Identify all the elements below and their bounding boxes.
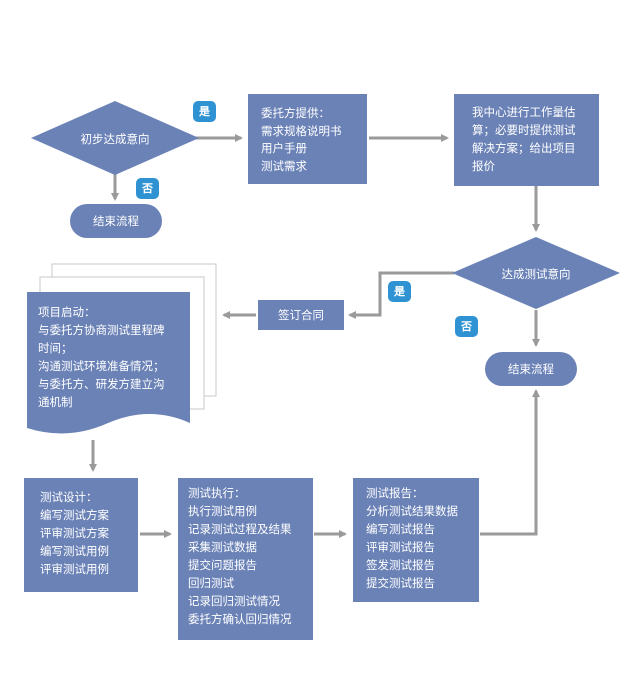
project-start-line-1: 与委托方协商测试里程碑 [38, 323, 165, 337]
end-flow-right-label: 结束流程 [508, 362, 554, 376]
test-report-line-5: 提交测试报告 [366, 576, 435, 590]
test-report-line-4: 签发测试报告 [366, 558, 435, 572]
decision-initial-label: 初步达成意向 [81, 132, 150, 146]
test-design-line-2: 评审测试方案 [40, 526, 109, 540]
center-estimate-line-1: 算；必要时提供测试 [472, 123, 576, 137]
badge-no-right: 否 [455, 316, 478, 337]
client-provide-box: 委托方提供： 需求规格说明书 用户手册 测试需求 [248, 94, 367, 184]
test-design-line-4: 评审测试用例 [40, 562, 109, 576]
badge-yes-right: 是 [388, 281, 411, 302]
center-estimate-box: 我中心进行工作量估 算；必要时提供测试 解决方案；给出项目 报价 [454, 94, 599, 186]
test-exec-box: 测试执行： 执行测试用例 记录测试过程及结果 采集测试数据 提交问题报告 回归测… [178, 478, 313, 640]
decision-initial-intent: 初步达成意向 [31, 101, 199, 175]
end-flow-top: 结束流程 [70, 204, 162, 238]
badge-yes-right-label: 是 [393, 285, 406, 298]
project-start-line-2: 时间； [38, 341, 73, 355]
test-design-line-1: 编写测试方案 [40, 508, 109, 522]
end-flow-right: 结束流程 [485, 352, 577, 386]
test-design-line-3: 编写测试用例 [40, 544, 109, 558]
badge-yes-top: 是 [193, 101, 216, 122]
client-provide-line-2: 用户手册 [261, 141, 307, 155]
test-report-line-3: 评审测试报告 [366, 540, 435, 554]
test-exec-line-4: 提交问题报告 [188, 558, 257, 572]
client-provide-line-1: 需求规格说明书 [261, 124, 342, 138]
end-flow-top-label: 结束流程 [93, 214, 139, 228]
client-provide-line-3: 测试需求 [261, 159, 307, 173]
center-estimate-line-3: 报价 [472, 159, 495, 173]
test-report-line-0: 测试报告： [366, 486, 424, 500]
badge-no-top: 否 [136, 178, 159, 199]
test-exec-line-5: 回归测试 [188, 576, 234, 590]
badge-yes-top-label: 是 [198, 105, 211, 118]
client-provide-line-0: 委托方提供： [261, 106, 330, 120]
center-estimate-line-0: 我中心进行工作量估 [472, 105, 576, 119]
badge-no-top-label: 否 [141, 182, 153, 195]
badge-no-right-label: 否 [460, 320, 472, 333]
test-exec-line-3: 采集测试数据 [188, 540, 257, 554]
project-start-line-0: 项目启动： [38, 305, 96, 319]
decision-test-intent: 达成测试意向 [452, 237, 620, 309]
center-estimate-line-2: 解决方案；给出项目 [472, 141, 576, 155]
arrow-report-to-end [480, 389, 540, 536]
test-report-box: 测试报告： 分析测试结果数据 编写测试报告 评审测试报告 签发测试报告 提交测试… [353, 478, 479, 602]
sign-contract-label: 签订合同 [278, 308, 324, 322]
test-exec-line-2: 记录测试过程及结果 [188, 522, 292, 536]
test-exec-line-1: 执行测试用例 [188, 504, 257, 518]
project-start-line-4: 与委托方、研发方建立沟 [38, 377, 165, 391]
project-start-line-3: 沟通测试环境准备情况； [38, 359, 165, 373]
test-exec-line-7: 委托方确认回归情况 [188, 612, 292, 626]
test-exec-line-6: 记录回归测试情况 [188, 594, 280, 608]
decision-test-intent-label: 达成测试意向 [502, 267, 571, 281]
test-design-box: 测试设计： 编写测试方案 评审测试方案 编写测试用例 评审测试用例 [24, 478, 138, 592]
arrow-agree-to-contract [348, 271, 454, 319]
project-start-line-5: 通机制 [38, 395, 73, 409]
sign-contract-box: 签订合同 [258, 300, 344, 330]
test-report-line-2: 编写测试报告 [366, 522, 435, 536]
test-design-line-0: 测试设计： [40, 490, 98, 504]
test-report-line-1: 分析测试结果数据 [366, 504, 458, 518]
test-exec-line-0: 测试执行： [188, 486, 246, 500]
project-start-document: 项目启动： 与委托方协商测试里程碑 时间； 沟通测试环境准备情况； 与委托方、研… [27, 263, 217, 434]
